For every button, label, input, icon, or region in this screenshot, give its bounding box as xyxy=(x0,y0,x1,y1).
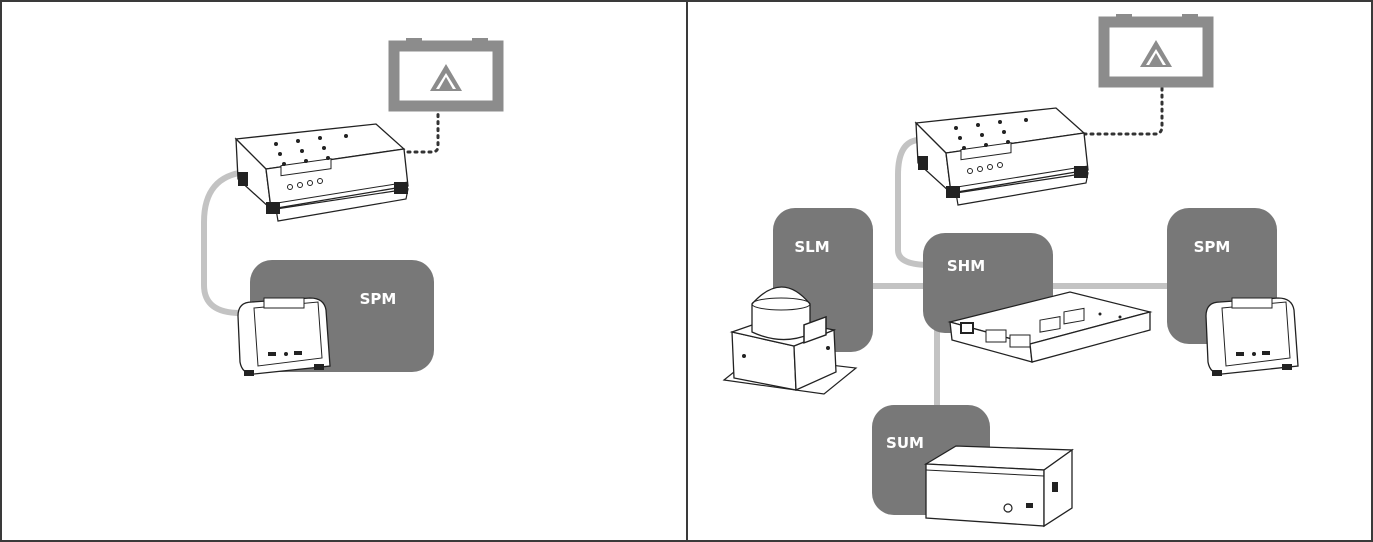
sum-label: SUM xyxy=(886,434,924,452)
right-panel: SLM SHM SPM SUM xyxy=(723,14,1299,527)
connector-station-spm xyxy=(201,169,247,316)
left-panel: SPM xyxy=(201,38,498,377)
battery-charge-icon xyxy=(394,38,498,106)
spm-device xyxy=(1205,297,1299,377)
spm-label: SPM xyxy=(360,290,397,308)
charging-station xyxy=(235,123,409,222)
spm-device xyxy=(237,297,331,377)
dotted-power-link xyxy=(399,101,440,154)
battery-charge-icon xyxy=(1104,14,1208,82)
charging-station xyxy=(915,107,1089,206)
shm-label: SHM xyxy=(947,257,985,275)
spm-label: SPM xyxy=(1194,238,1231,256)
dotted-power-link xyxy=(1082,84,1164,136)
connector-station-shm xyxy=(895,137,931,268)
slm-label: SLM xyxy=(794,238,829,256)
sum-device xyxy=(925,445,1073,527)
